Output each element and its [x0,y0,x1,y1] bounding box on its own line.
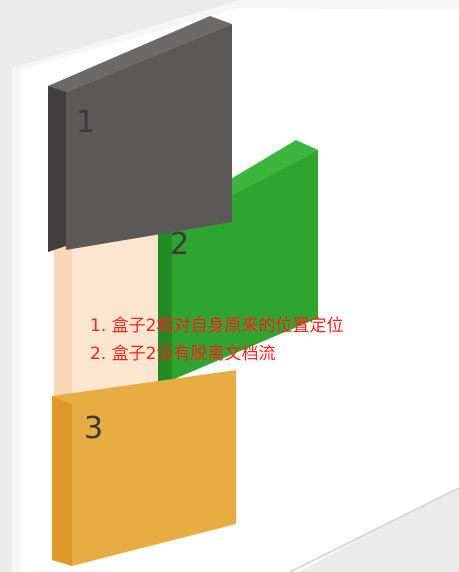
box-1-label: 1 [76,105,95,140]
box-2-label: 2 [170,227,189,262]
box-3: 3 [52,370,236,566]
note-line-1: 1. 盒子2相对自身原来的位置定位 [90,316,344,336]
box-1-face [66,24,232,250]
box-3-label: 3 [84,411,103,446]
explanation-notes: 1. 盒子2相对自身原来的位置定位 2. 盒子2没有脱离文档流 [90,312,343,368]
box-2-original-position [54,222,158,408]
note-line-2: 2. 盒子2没有脱离文档流 [90,344,276,364]
box-3-face [52,370,236,566]
box-1: 1 [48,16,232,252]
page-edge [289,487,459,572]
